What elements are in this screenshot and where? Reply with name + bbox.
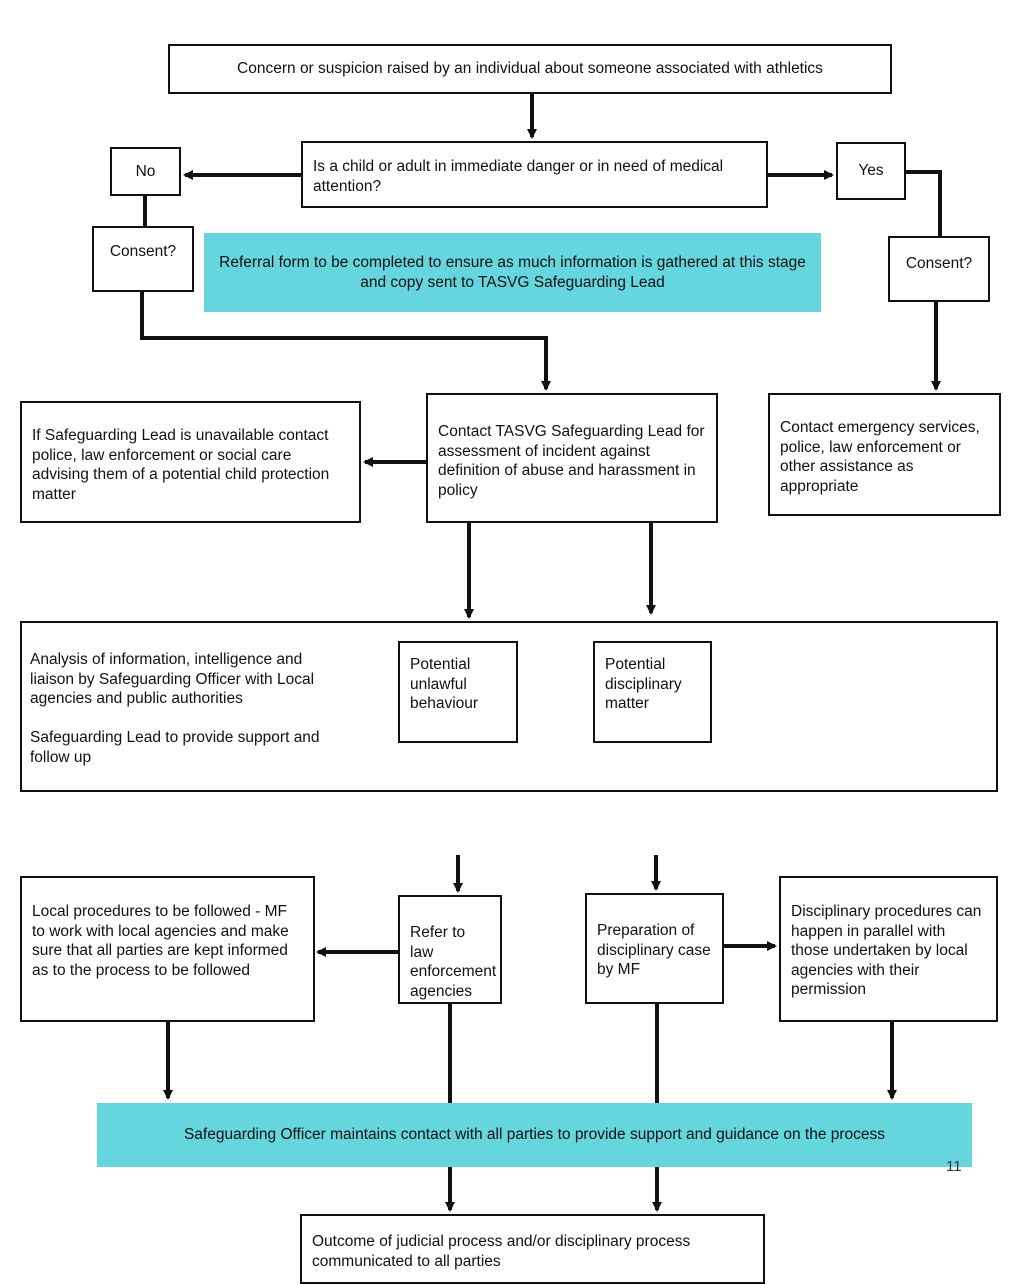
officer-contact-band: Safeguarding Officer maintains contact w…	[97, 1103, 972, 1167]
yes-box: Yes	[836, 142, 906, 200]
page-number: 11	[946, 1158, 962, 1175]
consent-left-box: Consent?	[92, 226, 194, 292]
contact-lead-box: Contact TASVG Safeguarding Lead for asse…	[426, 393, 718, 523]
referral-form-note: Referral form to be completed to ensure …	[204, 233, 821, 312]
refer-law-box: Refer to law enforcement agencies	[398, 895, 502, 1004]
contact-emergency-box: Contact emergency services, police, law …	[768, 393, 1001, 516]
prep-case-box: Preparation of disciplinary case by MF	[585, 893, 724, 1004]
consent-right-box: Consent?	[888, 236, 990, 302]
analysis-container: Analysis of information, intelligence an…	[20, 621, 998, 792]
unlawful-box: Potential unlawful behaviour	[398, 641, 518, 743]
lead-support-text: Safeguarding Lead to provide support and…	[30, 729, 320, 766]
concern-box: Concern or suspicion raised by an indivi…	[168, 44, 892, 94]
line-yes-to-consent	[906, 170, 942, 236]
outcome-box: Outcome of judicial process and/or disci…	[300, 1214, 765, 1284]
arrow-consent-to-lead	[140, 292, 551, 391]
danger-question-box: Is a child or adult in immediate danger …	[301, 141, 768, 208]
no-box: No	[110, 147, 181, 196]
disciplinary-procedures-box: Disciplinary procedures can happen in pa…	[779, 876, 998, 1022]
analysis-text: Analysis of information, intelligence an…	[30, 651, 315, 707]
disciplinary-matter-box: Potential disciplinary matter	[593, 641, 712, 743]
local-procedures-box: Local procedures to be followed - MF to …	[20, 876, 315, 1022]
lead-unavailable-box: If Safeguarding Lead is unavailable cont…	[20, 401, 361, 523]
